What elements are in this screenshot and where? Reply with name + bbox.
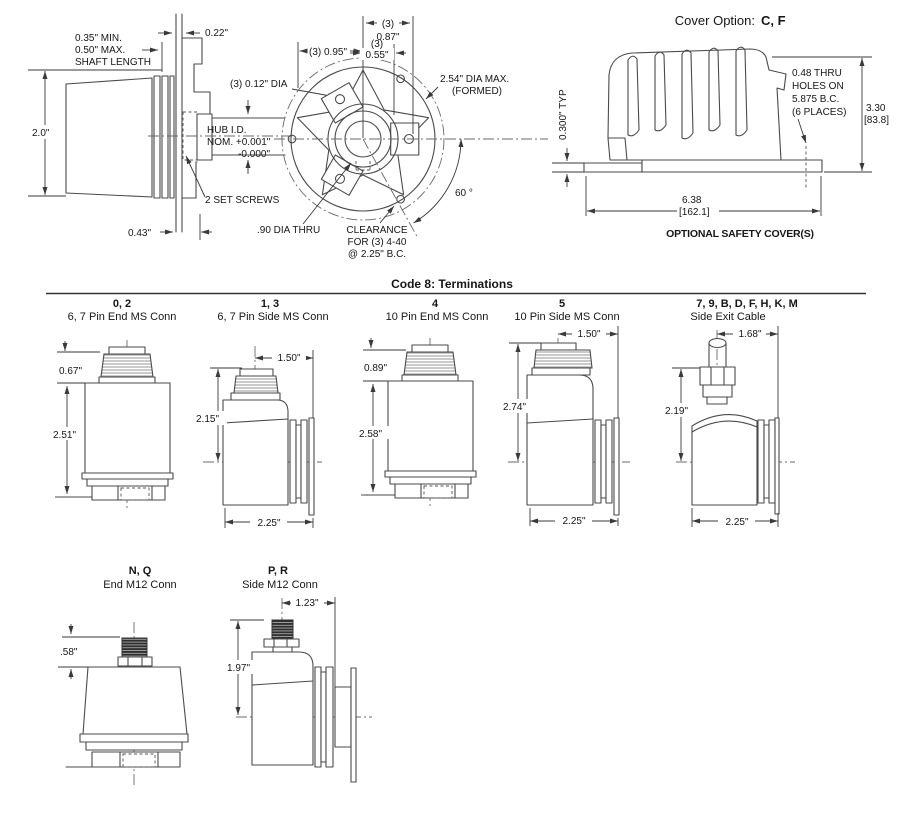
shaft-max-label: 0.50" MAX. bbox=[75, 45, 125, 56]
cover-base-plate bbox=[641, 159, 823, 173]
angle-arc bbox=[413, 138, 464, 224]
col5-name: Side Exit Cable bbox=[690, 311, 765, 323]
hub-id-label-1: HUB I.D. bbox=[207, 125, 246, 136]
encoder-front-view: (3) 0.87" (3) 0.55" (3) 0.95" 2.54" DIA … bbox=[257, 16, 548, 260]
m12-col2-top-width-dim: 1.23" bbox=[295, 598, 318, 609]
safety-cover-view: Cover Option: C, F 0.300" TYP 0.48 THRU … bbox=[552, 13, 889, 240]
clearance-label-1: CLEARANCE bbox=[346, 225, 407, 236]
encoder-body-outline bbox=[65, 77, 153, 198]
hub-id-label-3: -0.000" bbox=[238, 149, 270, 160]
cover-base-plate-left bbox=[583, 162, 643, 173]
col4-height-dim: 2.74" bbox=[503, 402, 526, 413]
cover-height-dim-mm: [83.8] bbox=[864, 115, 889, 126]
col5-height-dim: 2.19" bbox=[665, 406, 688, 417]
bolt-qty-087: (3) bbox=[382, 19, 394, 30]
angle-60-label: 60 ° bbox=[455, 188, 473, 199]
col4-name: 10 Pin Side MS Conn bbox=[514, 311, 619, 323]
encoder-housing bbox=[82, 666, 188, 735]
m12-col1-conn-height-dim: .58" bbox=[60, 647, 78, 658]
bracket-step bbox=[181, 37, 211, 115]
clearance-label-2: FOR (3) 4-40 bbox=[348, 237, 407, 248]
col4-width-dim: 2.25" bbox=[562, 516, 585, 527]
col1-name: 6, 7 Pin End MS Conn bbox=[68, 311, 177, 323]
col5-code: 7, 9, B, D, F, H, K, M bbox=[696, 298, 797, 310]
col1-code: 0, 2 bbox=[113, 298, 131, 310]
col4-top-width-dim: 1.50" bbox=[577, 329, 600, 340]
ear-hole bbox=[334, 94, 346, 105]
col2-name: 6, 7 Pin Side MS Conn bbox=[217, 311, 328, 323]
plate-thickness-dim: 0.300" TYP bbox=[558, 89, 569, 140]
col2-width-dim: 2.25" bbox=[257, 518, 280, 529]
m12-col2-code: P, R bbox=[268, 565, 288, 577]
hub-housing bbox=[196, 113, 213, 161]
side-ms-conn-drawing bbox=[203, 346, 322, 516]
shaft-length-label: SHAFT LENGTH bbox=[75, 57, 151, 68]
cable-gland-nut bbox=[699, 366, 736, 386]
cover-width-dim-mm: [162.1] bbox=[679, 207, 710, 218]
formed-dia-label-2: (FORMED) bbox=[452, 86, 502, 97]
end-m12-conn-drawing bbox=[65, 622, 189, 788]
col1-body-height-dim: 2.51" bbox=[53, 430, 76, 441]
col5-top-width-dim: 1.68" bbox=[738, 329, 761, 340]
dim-087: 0.87" bbox=[376, 32, 399, 43]
col2-height-dim: 2.15" bbox=[196, 414, 219, 425]
encoder-housing bbox=[84, 382, 171, 474]
cover-dome-outline bbox=[607, 48, 787, 161]
m12-col2-height-dim: 1.97" bbox=[227, 663, 250, 674]
cable-end bbox=[708, 337, 727, 349]
formed-cover-star bbox=[296, 69, 430, 196]
formed-dia-label-1: 2.54" DIA MAX. bbox=[440, 74, 509, 85]
m12-col1-code: N, Q bbox=[129, 565, 152, 577]
clearance-label-3: @ 2.25" B.C. bbox=[348, 249, 406, 260]
col5-width-dim: 2.25" bbox=[725, 517, 748, 528]
m12-col2-name: Side M12 Conn bbox=[242, 579, 318, 591]
ear-hole-dia-label: (3) 0.12" DIA bbox=[230, 79, 288, 90]
cover-option-label: Cover Option: bbox=[675, 13, 755, 28]
col2-code: 1, 3 bbox=[261, 298, 279, 310]
end-ms-conn-drawing bbox=[62, 340, 174, 510]
cover-holes-label-4: (6 PLACES) bbox=[792, 107, 846, 118]
dim-095: (3) 0.95" bbox=[309, 47, 347, 58]
bracket-thickness-dim: 0.22" bbox=[205, 28, 228, 39]
m12-connector bbox=[271, 619, 294, 640]
col2-top-width-dim: 1.50" bbox=[277, 353, 300, 364]
col3-body-height-dim: 2.58" bbox=[359, 429, 382, 440]
col3-conn-height-dim: 0.89" bbox=[364, 363, 387, 374]
side-ms-conn-10pin-drawing bbox=[508, 338, 630, 516]
ear-hole bbox=[334, 173, 346, 184]
shaft-min-label: 0.35" MIN. bbox=[75, 33, 122, 44]
col3-code: 4 bbox=[432, 298, 439, 310]
clearance-hole bbox=[396, 74, 405, 84]
body-height-dim: 2.0" bbox=[32, 128, 50, 139]
col3-name: 10 Pin End MS Conn bbox=[386, 311, 489, 323]
encoder-side-view: 0.35" MIN. 0.50" MAX. SHAFT LENGTH 0.22"… bbox=[28, 13, 337, 240]
cover-caption: OPTIONAL SAFETY COVER(S) bbox=[666, 228, 814, 240]
m12-col1-name: End M12 Conn bbox=[103, 579, 176, 591]
col4-code: 5 bbox=[559, 298, 565, 310]
base-depth-dim: 0.43" bbox=[128, 228, 151, 239]
side-m12-conn-drawing bbox=[236, 598, 372, 783]
hub-id-label-2: NOM. +0.001" bbox=[207, 137, 271, 148]
cover-option-codes: C, F bbox=[761, 13, 786, 28]
side-exit-cable-drawing bbox=[676, 330, 795, 515]
bolt-qty-055: (3) bbox=[371, 39, 383, 50]
terminations-section: Code 8: Terminations 0, 2 6, 7 Pin End M… bbox=[46, 277, 866, 529]
terminations-m12-row: N, Q End M12 Conn P, R Side M12 Conn .58… bbox=[58, 565, 372, 788]
cover-height-dim-in: 3.30 bbox=[866, 103, 886, 114]
ms-connector-threads bbox=[100, 353, 154, 378]
clearance-hole bbox=[396, 194, 405, 204]
cover-width-dim-in: 6.38 bbox=[682, 195, 702, 206]
section-title: Code 8: Terminations bbox=[391, 277, 513, 291]
bore-dia-label: .90 DIA THRU bbox=[257, 225, 320, 236]
set-screws-label: 2 SET SCREWS bbox=[205, 195, 280, 206]
dim-055: 0.55" bbox=[365, 50, 388, 61]
cover-holes-label-3: 5.875 B.C. bbox=[792, 94, 839, 105]
m12-connector bbox=[121, 637, 148, 658]
cover-holes-label-2: HOLES ON bbox=[792, 81, 844, 92]
keyway-hidden-lines bbox=[355, 161, 371, 171]
cover-holes-label-1: 0.48 THRU bbox=[792, 68, 842, 79]
col1-conn-height-dim: 0.67" bbox=[59, 366, 82, 377]
